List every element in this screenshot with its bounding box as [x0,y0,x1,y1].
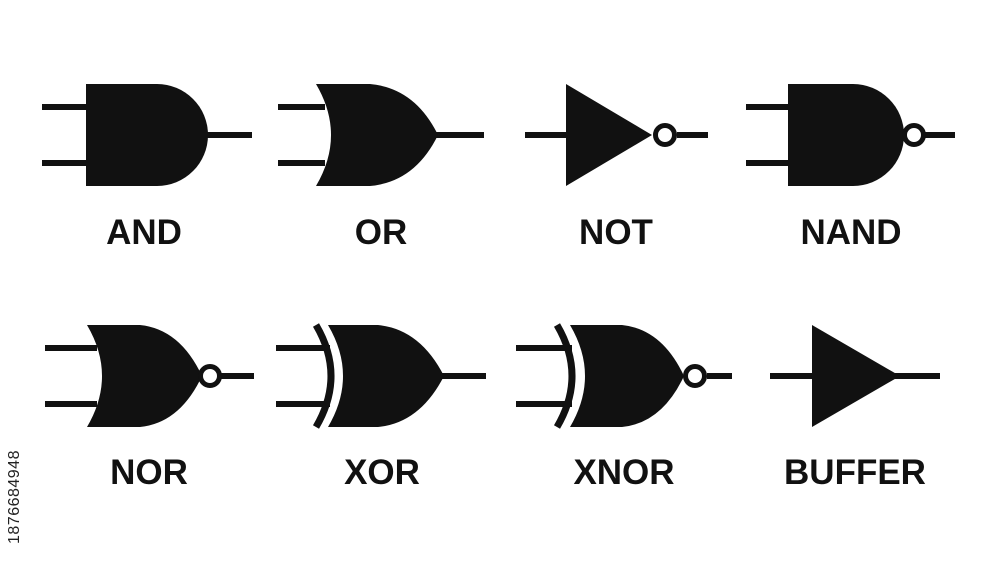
xor-label: XOR [344,453,420,492]
stock-id-text: 1876684948 [6,450,23,544]
xor-gate-symbol [276,323,486,429]
nor-gate-symbol [45,325,254,427]
and-gate-symbol [42,84,252,186]
xnor-gate-symbol [516,323,732,429]
or-label: OR [355,213,408,252]
or-gate-symbol [278,84,484,186]
buffer-gate-symbol [770,325,940,427]
buffer-label: BUFFER [784,453,926,492]
nand-label: NAND [800,213,901,252]
not-label: NOT [579,213,653,252]
nand-gate-symbol [746,84,955,186]
xnor-label: XNOR [573,453,674,492]
not-gate-symbol [525,84,708,186]
and-label: AND [106,213,182,252]
nor-label: NOR [110,453,188,492]
